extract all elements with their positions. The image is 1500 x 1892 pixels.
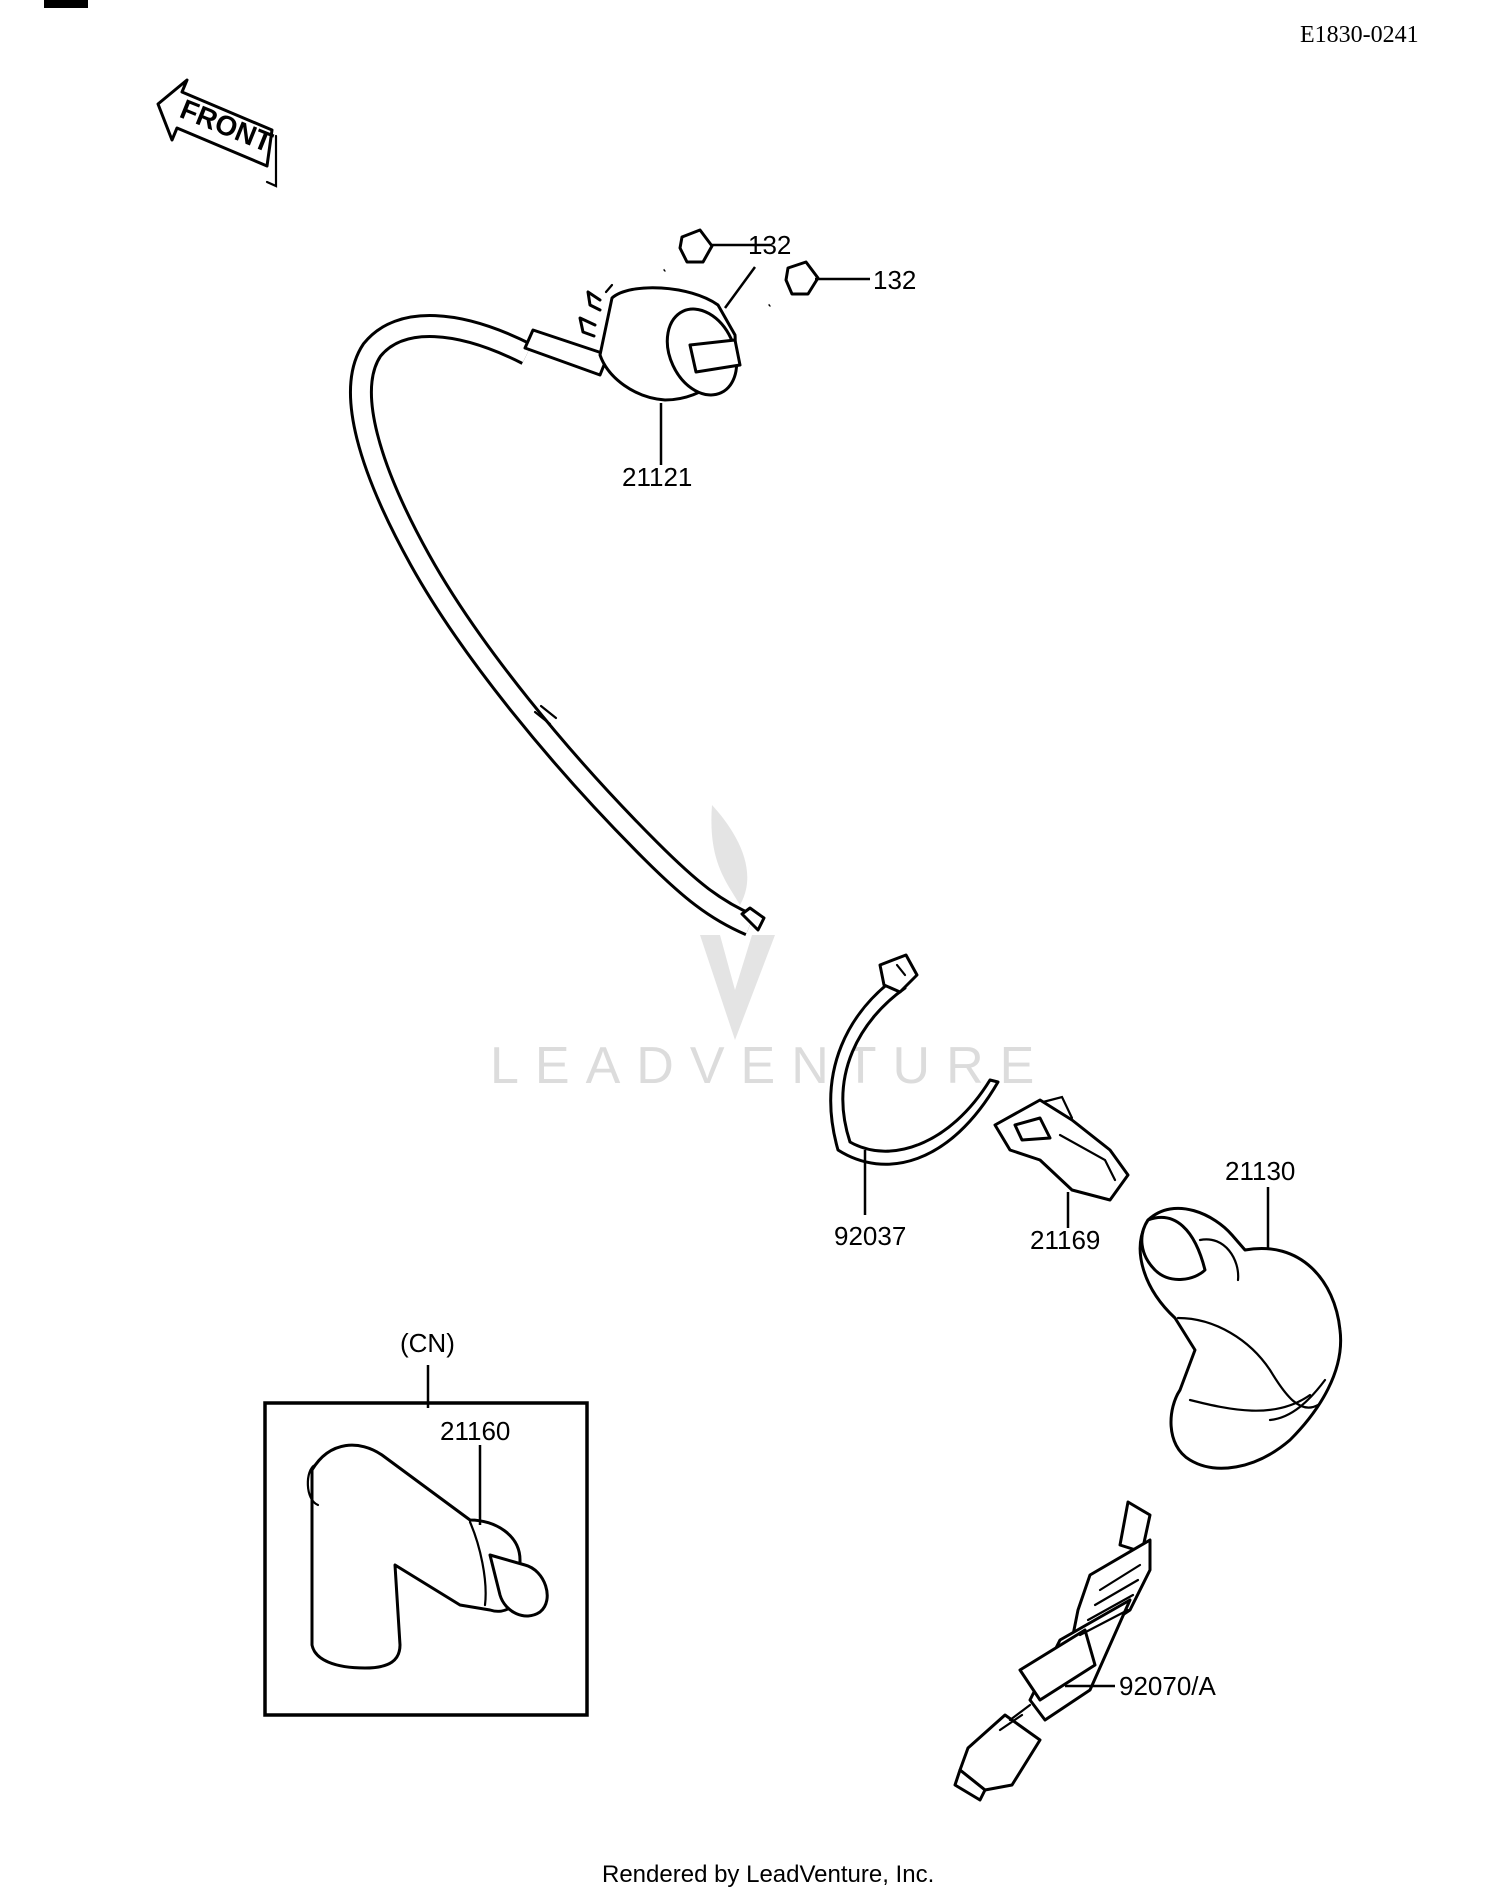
footer-credit: Rendered by LeadVenture, Inc. [602, 1861, 934, 1888]
plug-cap [1138, 1206, 1343, 1470]
diagram-id: E1830-0241 [1300, 22, 1419, 48]
front-arrow: FRONT [156, 78, 278, 188]
spark-plug [953, 1500, 1152, 1802]
ignition-coil [349, 283, 766, 937]
label-ignition-coil: 21121 [622, 462, 692, 492]
label-inset: (CN) [400, 1328, 455, 1358]
corner-mark [44, 0, 88, 8]
inset-box [263, 1401, 589, 1717]
label-bolt-2: 132 [873, 265, 916, 295]
leader-bolt-2-to-coil [723, 266, 757, 309]
watermark-text: LEADVENTURE [490, 1037, 1050, 1095]
label-clamp: 21169 [1030, 1225, 1100, 1255]
label-band: 92037 [834, 1221, 906, 1251]
label-plug-cap: 21130 [1225, 1156, 1295, 1186]
bolt-2 [768, 260, 820, 307]
leadventure-watermark: LEADVENTURE [490, 805, 1050, 1095]
clamp [993, 1095, 1130, 1202]
label-inset-cap: 21160 [440, 1416, 510, 1446]
bolt-1 [663, 228, 714, 273]
label-bolt-1: 132 [748, 230, 791, 260]
label-spark-plug: 92070/A [1119, 1671, 1217, 1701]
band [829, 953, 1000, 1166]
